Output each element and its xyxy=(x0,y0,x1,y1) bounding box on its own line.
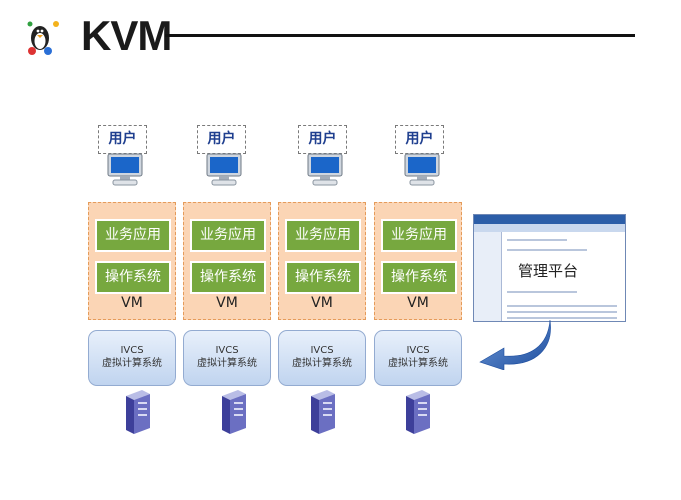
user-2: 用户 xyxy=(196,125,250,187)
vm-column-2: 业务应用 操作系统 VM xyxy=(183,202,271,320)
ivcs-box-4: IVCS 虚拟计算系统 xyxy=(374,330,462,386)
mgmt-titlebar xyxy=(474,215,625,224)
monitor-icon xyxy=(206,153,242,186)
business-app-box: 业务应用 xyxy=(381,219,457,252)
mgmt-tabbar xyxy=(474,224,625,232)
ivcs-box-2: IVCS 虚拟计算系统 xyxy=(183,330,271,386)
ivcs-name: IVCS xyxy=(120,345,144,356)
server-icon xyxy=(126,390,150,434)
vm-column-4: 业务应用 操作系统 VM xyxy=(374,202,462,320)
business-app-box: 业务应用 xyxy=(190,219,266,252)
ivcs-name: IVCS xyxy=(406,345,430,356)
kvm-title: KVM xyxy=(81,12,172,59)
vm-label: VM xyxy=(121,295,143,311)
user-3: 用户 xyxy=(297,125,351,187)
business-app-box: 业务应用 xyxy=(95,219,171,252)
server-icon xyxy=(311,390,335,434)
user-label: 用户 xyxy=(197,125,246,154)
user-label: 用户 xyxy=(395,125,444,154)
server-icon xyxy=(222,390,246,434)
ivcs-desc: 虚拟计算系统 xyxy=(388,358,448,369)
monitor-icon xyxy=(307,153,343,186)
os-box: 操作系统 xyxy=(190,261,266,294)
curved-arrow-icon xyxy=(479,319,551,370)
server-icon xyxy=(406,390,430,434)
kvm-logo: KVM xyxy=(26,10,172,59)
user-label: 用户 xyxy=(298,125,347,154)
vm-label: VM xyxy=(407,295,429,311)
os-box: 操作系统 xyxy=(381,261,457,294)
vm-label: VM xyxy=(311,295,333,311)
ivcs-box-3: IVCS 虚拟计算系统 xyxy=(278,330,366,386)
ivcs-box-1: IVCS 虚拟计算系统 xyxy=(88,330,176,386)
monitor-icon xyxy=(107,153,143,186)
user-label: 用户 xyxy=(98,125,147,154)
management-platform-label: 管理平台 xyxy=(518,262,579,280)
vm-column-3: 业务应用 操作系统 VM xyxy=(278,202,366,320)
user-4: 用户 xyxy=(394,125,448,187)
header-divider xyxy=(165,34,635,37)
os-box: 操作系统 xyxy=(285,261,361,294)
ivcs-desc: 虚拟计算系统 xyxy=(102,358,162,369)
ivcs-desc: 虚拟计算系统 xyxy=(197,358,257,369)
mgmt-sidebar xyxy=(474,232,502,321)
ivcs-name: IVCS xyxy=(215,345,239,356)
management-platform-screenshot: 管理平台 xyxy=(473,214,626,322)
os-box: 操作系统 xyxy=(95,261,171,294)
vm-column-1: 业务应用 操作系统 VM xyxy=(88,202,176,320)
ivcs-desc: 虚拟计算系统 xyxy=(292,358,352,369)
ivcs-name: IVCS xyxy=(310,345,334,356)
user-1: 用户 xyxy=(97,125,151,187)
vm-label: VM xyxy=(216,295,238,311)
tux-penguin-icon xyxy=(27,21,59,55)
monitor-icon xyxy=(404,153,440,186)
business-app-box: 业务应用 xyxy=(285,219,361,252)
